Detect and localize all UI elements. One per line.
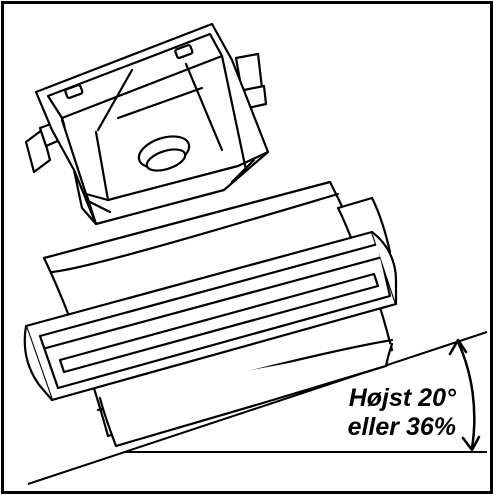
soil-compactor-roller-icon [23, 22, 398, 448]
slope-label: Højst 20° eller 36% [345, 384, 458, 442]
slope-label-line1: Højst 20° [348, 384, 456, 412]
slope-label-line2: eller 36% [347, 413, 456, 441]
slope-line [27, 331, 488, 485]
double-headed-arc-arrow-icon [448, 338, 481, 452]
